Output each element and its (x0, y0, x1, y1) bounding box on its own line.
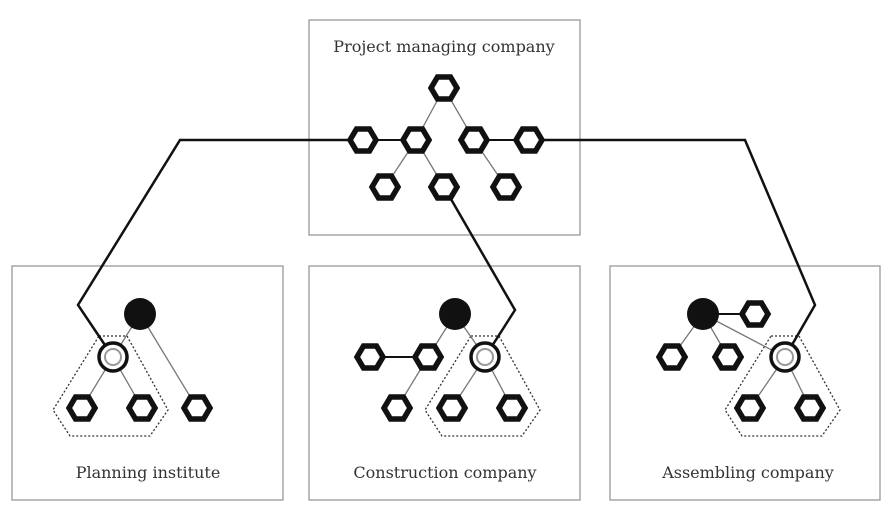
hexagon-node (125, 394, 159, 422)
hexagon-node (65, 394, 99, 422)
internal-links (81, 87, 811, 409)
hexagon-node (427, 173, 461, 201)
hexagon-node (512, 126, 546, 154)
construction-company-box (308, 265, 581, 501)
hexagon-node (380, 394, 414, 422)
hexagon-node (180, 394, 214, 422)
hexagon-node (738, 300, 772, 328)
hexagon-node (655, 343, 689, 371)
inter-company-links (76, 138, 817, 358)
assembling-label: Assembling company (661, 463, 834, 482)
construction-head-node (439, 298, 471, 330)
hexagon-node (346, 126, 380, 154)
hexagon-node (368, 173, 402, 201)
planning-head-node (124, 298, 156, 330)
hexagon-node (489, 173, 523, 201)
assembling-company-box (609, 265, 881, 501)
hexagon-node (353, 343, 387, 371)
hexagon-node (733, 394, 767, 422)
link-to-planning (76, 138, 363, 358)
hexagon-node (495, 394, 529, 422)
hexagon-node (711, 343, 745, 371)
planning-label: Planning institute (76, 463, 221, 482)
planning-group-outline (52, 335, 169, 437)
link-to-construction (442, 186, 517, 358)
hexagon-node (411, 343, 445, 371)
black-nodes (124, 298, 719, 330)
hexagon-node (435, 394, 469, 422)
hexagon-node (793, 394, 827, 422)
hexagon-node (427, 74, 461, 102)
ring-nodes (97, 341, 801, 373)
project-managing-company-box (308, 19, 581, 236)
hexagon-nodes (65, 74, 827, 422)
planning-institute-box (11, 265, 284, 501)
construction-label: Construction company (353, 463, 536, 482)
assembling-head-node (687, 298, 719, 330)
hexagon-node (399, 126, 433, 154)
link-to-assembling (529, 138, 817, 358)
top-box-label: Project managing company (333, 37, 554, 56)
assembling-group-outline (724, 335, 841, 437)
hexagon-node (457, 126, 491, 154)
